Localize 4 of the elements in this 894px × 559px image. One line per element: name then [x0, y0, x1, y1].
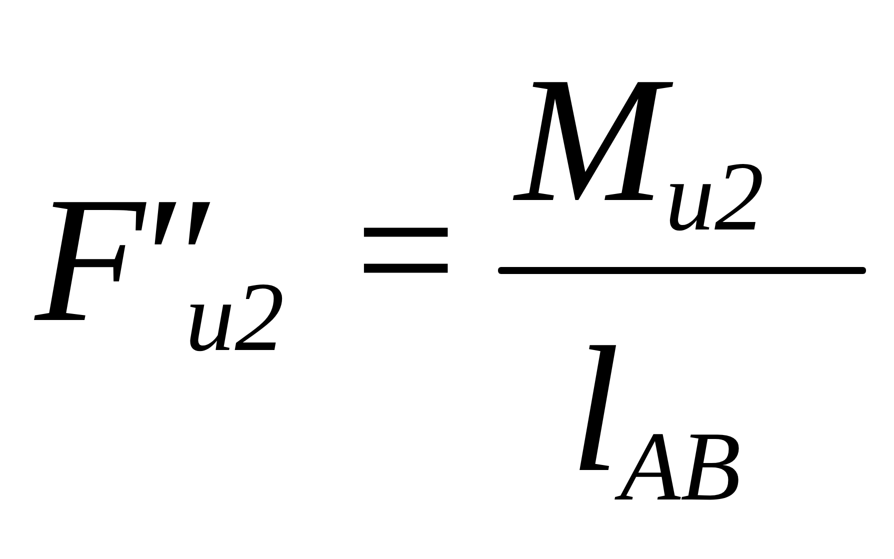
- formula-left-side: F″$_{u2}$: [35, 170, 284, 367]
- equals-sign: =: [355, 160, 457, 340]
- denominator: l$_{AB}$: [570, 320, 741, 517]
- numerator: M$_{u2}$: [515, 50, 764, 247]
